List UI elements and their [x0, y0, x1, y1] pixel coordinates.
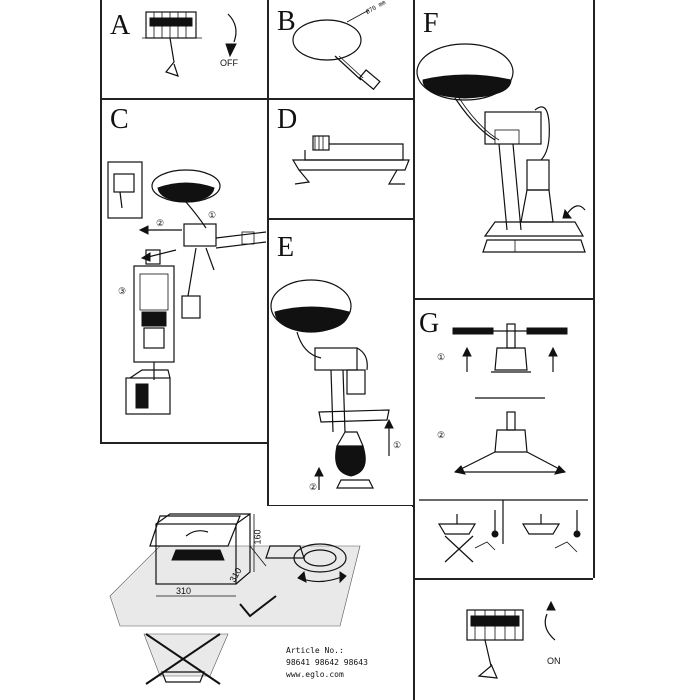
panel-g: G: [415, 300, 592, 577]
arrow-up-icon: [546, 600, 556, 611]
divider: [100, 98, 413, 100]
divider: [267, 218, 413, 220]
arrow-down-icon: [225, 43, 237, 58]
on-label: ON: [547, 656, 561, 666]
lamp-mounting-illustration: [270, 279, 394, 490]
ceiling-hole-drill-illustration: [292, 9, 381, 91]
wiring-connection-illustration: [107, 161, 267, 415]
frame-clip-illustration: [291, 135, 410, 185]
divider: [413, 0, 415, 700]
spring-clip-installation-illustration: [419, 323, 588, 563]
panel-a: A OFF: [102, 0, 266, 97]
switch-box-illustration: [142, 11, 237, 77]
step-marker: ②: [309, 482, 318, 492]
divider: [267, 505, 413, 507]
panel-f: F: [415, 0, 592, 297]
lamp-insertion-illustration: [416, 43, 586, 253]
divider: [413, 578, 593, 580]
panel-d: D: [269, 100, 412, 217]
ceiling-clearance-illustration: [109, 512, 361, 685]
step-marker: ①: [393, 440, 402, 450]
divider: [100, 442, 267, 444]
panel-letter: G: [419, 308, 440, 339]
panel-letter: D: [277, 104, 298, 135]
panel-letter: F: [423, 8, 439, 39]
panel-c: C ①: [102, 100, 267, 441]
panel-e: E ① ②: [269, 220, 412, 504]
width-dimension: 310: [176, 586, 192, 596]
switch-box-on-illustration: [466, 609, 556, 679]
step-marker: ①: [208, 210, 217, 220]
height-dimension: 160: [252, 529, 263, 545]
divider: [593, 0, 595, 578]
article-numbers: 98641 98642 98643: [286, 658, 368, 667]
step-marker: ①: [437, 352, 446, 362]
step-marker: ②: [156, 218, 165, 228]
step-marker: ③: [118, 286, 127, 296]
step-marker: ②: [437, 430, 446, 440]
off-label: OFF: [220, 58, 238, 68]
panel-letter: E: [277, 232, 295, 263]
website-url: www.eglo.com: [286, 670, 344, 679]
divider: [267, 0, 269, 505]
panel-switch-on: ON: [415, 580, 592, 698]
panel-letter: B: [277, 6, 296, 37]
panel-letter: A: [110, 10, 131, 41]
divider: [100, 0, 102, 442]
panel-b: B Ø70 mm: [269, 0, 412, 97]
divider: [413, 298, 593, 300]
article-label: Article No.:: [286, 646, 344, 655]
panel-dimensions: 160 310 310 Article No.: 98641 98642 986…: [100, 506, 412, 700]
panel-letter: C: [110, 104, 129, 135]
